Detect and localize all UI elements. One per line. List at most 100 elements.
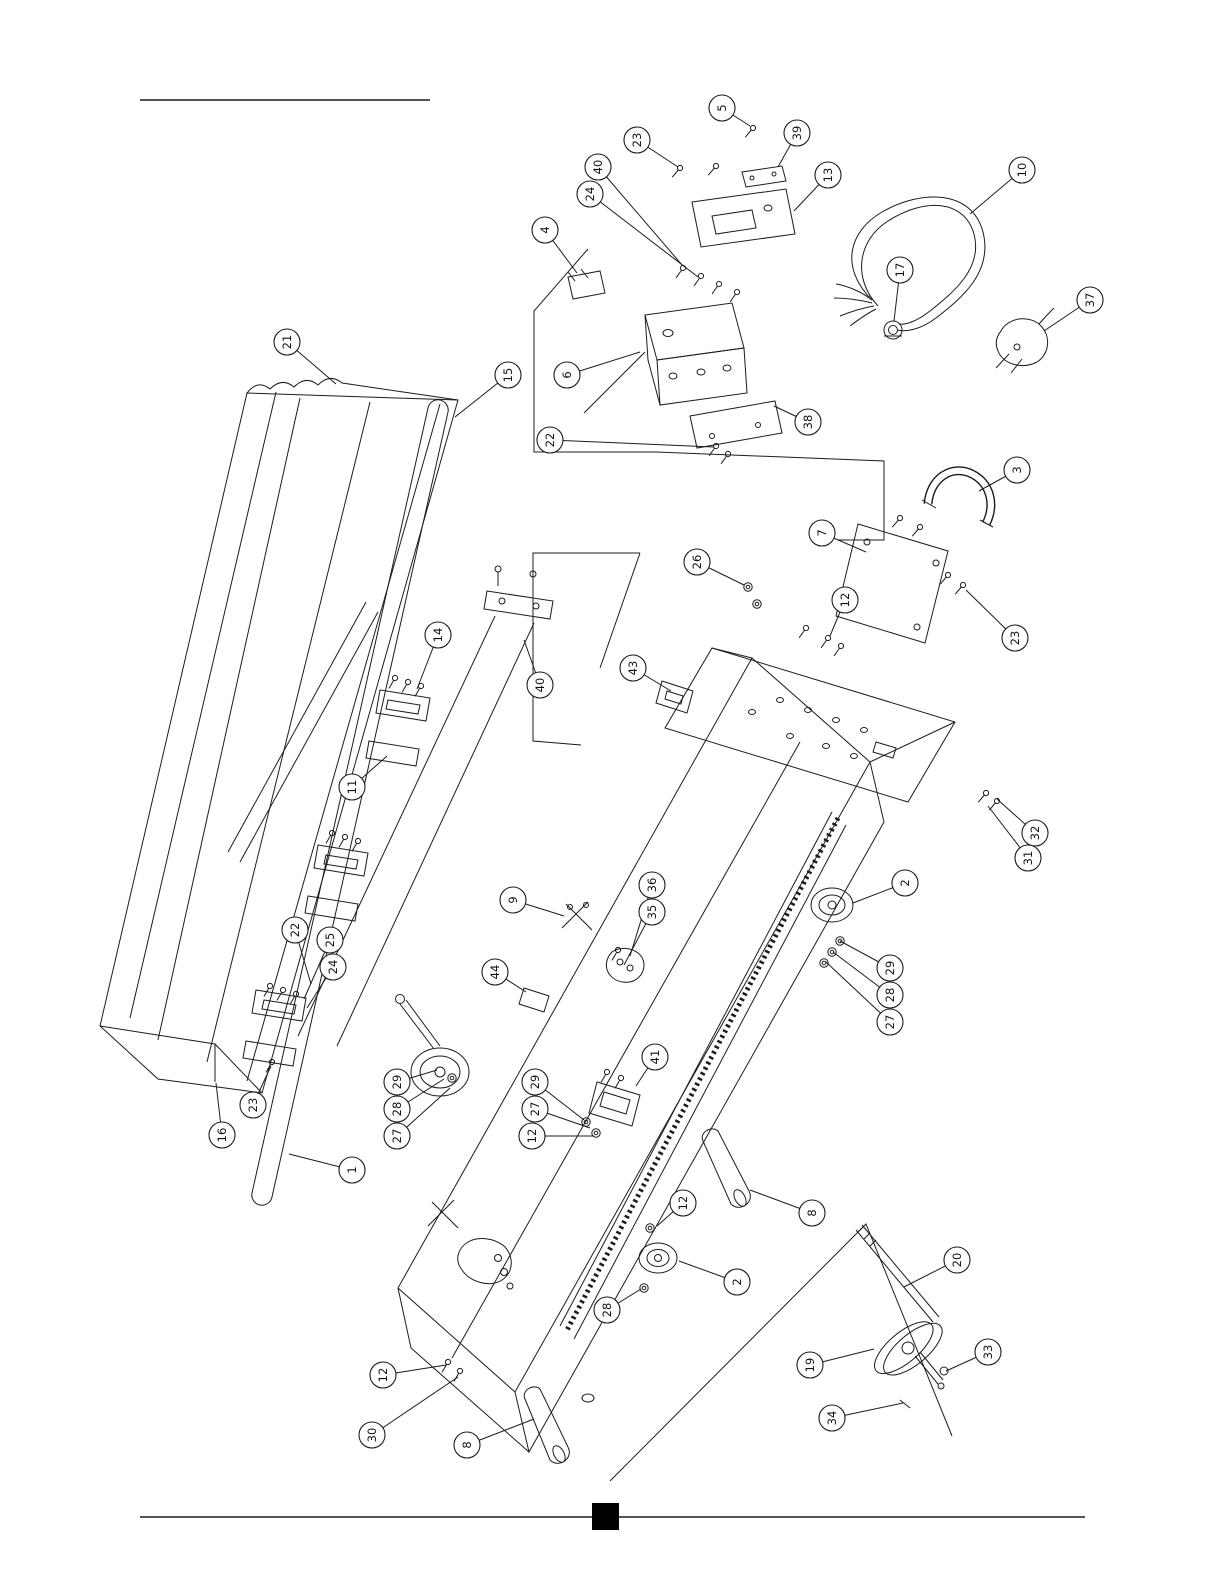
balloon-circle bbox=[518, 1122, 546, 1150]
balloon-number: 7 bbox=[815, 529, 829, 536]
balloon-number: 34 bbox=[825, 1411, 839, 1426]
balloon-circle bbox=[499, 886, 527, 914]
balloon-number: 15 bbox=[501, 368, 515, 383]
balloon-circle bbox=[876, 981, 904, 1009]
balloon-circle bbox=[584, 153, 612, 181]
balloon-circle bbox=[281, 916, 309, 944]
page-chrome bbox=[140, 99, 1085, 1530]
callout-8: 8 bbox=[749, 1189, 826, 1227]
balloon-number: 23 bbox=[1008, 631, 1022, 646]
page-number-marker bbox=[592, 1503, 619, 1530]
balloon-circle bbox=[208, 1121, 236, 1149]
balloon-number: 41 bbox=[648, 1050, 662, 1065]
balloon-circle bbox=[273, 328, 301, 356]
callout-13: 13 bbox=[793, 161, 842, 212]
callout-40: 40 bbox=[584, 153, 683, 266]
balloon-number: 29 bbox=[390, 1075, 404, 1090]
callout-11: 11 bbox=[338, 755, 388, 801]
balloon-circle bbox=[553, 361, 581, 389]
balloon-circle bbox=[974, 1338, 1002, 1366]
balloon-circle bbox=[808, 519, 836, 547]
balloon-circle bbox=[638, 871, 666, 899]
callout-35: 35 bbox=[623, 898, 666, 966]
balloon-circle bbox=[319, 953, 347, 981]
callout-26: 26 bbox=[683, 548, 745, 586]
balloon-circle bbox=[1001, 624, 1029, 652]
idler-wheel-lower bbox=[638, 1242, 678, 1274]
callout-34: 34 bbox=[818, 1402, 904, 1432]
balloon-circle bbox=[831, 586, 859, 614]
fence-rail-assembly bbox=[242, 565, 554, 1067]
balloon-circle bbox=[526, 671, 554, 699]
balloon-circle bbox=[683, 548, 711, 576]
callout-5: 5 bbox=[708, 94, 751, 127]
balloon-number: 28 bbox=[600, 1303, 614, 1318]
balloon-number: 23 bbox=[246, 1098, 260, 1113]
callout-12: 12 bbox=[369, 1361, 447, 1389]
callout-44: 44 bbox=[481, 958, 527, 993]
balloon-circle bbox=[531, 216, 559, 244]
balloon-circle bbox=[358, 1421, 386, 1449]
balloon-number: 11 bbox=[345, 780, 359, 795]
callout-27: 27 bbox=[383, 1087, 451, 1150]
balloon-number: 1 bbox=[345, 1166, 359, 1173]
callout-23: 23 bbox=[965, 589, 1029, 652]
balloon-circle bbox=[453, 1431, 481, 1459]
balloon-circle bbox=[796, 1351, 824, 1379]
balloon-circle bbox=[818, 1404, 846, 1432]
elevation-assembly bbox=[855, 1224, 949, 1409]
carry-handle bbox=[921, 466, 996, 528]
callout-14: 14 bbox=[416, 621, 452, 690]
cutterhead-parts bbox=[427, 901, 645, 1290]
callout-28: 28 bbox=[383, 1078, 445, 1123]
callout-19: 19 bbox=[796, 1348, 875, 1379]
balloon-circle bbox=[623, 126, 651, 154]
balloon-number: 39 bbox=[790, 126, 804, 141]
balloon-number: 40 bbox=[533, 678, 547, 693]
balloon-number: 27 bbox=[883, 1015, 897, 1030]
balloon-number: 36 bbox=[645, 878, 659, 893]
balloon-number: 6 bbox=[560, 371, 574, 378]
balloon-number: 12 bbox=[676, 1196, 690, 1211]
callout-20: 20 bbox=[903, 1246, 971, 1288]
balloon-circle bbox=[1014, 844, 1042, 872]
balloon-number: 3 bbox=[1010, 466, 1024, 473]
callout-25: 25 bbox=[303, 926, 344, 1000]
callout-27: 27 bbox=[521, 1095, 591, 1129]
balloon-number: 29 bbox=[883, 961, 897, 976]
balloon-circle bbox=[338, 773, 366, 801]
balloon-circle bbox=[876, 954, 904, 982]
balloon-circle bbox=[1021, 819, 1049, 847]
balloon-number: 22 bbox=[288, 923, 302, 938]
callout-22: 22 bbox=[281, 916, 312, 985]
callout-27: 27 bbox=[825, 961, 904, 1036]
balloon-number: 5 bbox=[715, 104, 729, 111]
callout-28: 28 bbox=[832, 951, 904, 1009]
callout-28: 28 bbox=[593, 1288, 642, 1324]
control-panel bbox=[655, 647, 956, 803]
balloon-circle bbox=[338, 1156, 366, 1184]
callout-24: 24 bbox=[576, 180, 699, 278]
balloon-circle bbox=[886, 256, 914, 284]
alignment-lines bbox=[532, 248, 956, 1482]
balloon-number: 2 bbox=[730, 1278, 744, 1285]
balloon-number: 23 bbox=[630, 133, 644, 148]
idler-wheel-upper bbox=[810, 887, 854, 923]
balloon-circle bbox=[576, 180, 604, 208]
balloon-circle bbox=[1003, 456, 1031, 484]
switch-box-assembly bbox=[567, 165, 796, 449]
balloon-number: 28 bbox=[883, 988, 897, 1003]
callout-43: 43 bbox=[619, 654, 672, 692]
balloon-circle bbox=[876, 1008, 904, 1036]
callout-33: 33 bbox=[945, 1338, 1002, 1372]
callout-2: 2 bbox=[852, 869, 919, 904]
callout-1: 1 bbox=[288, 1153, 366, 1184]
balloon-circle bbox=[669, 1189, 697, 1217]
balloon-number: 17 bbox=[893, 263, 907, 278]
callout-7: 7 bbox=[808, 519, 867, 553]
balloon-circle bbox=[369, 1361, 397, 1389]
callout-3: 3 bbox=[978, 456, 1031, 492]
balloon-number: 19 bbox=[803, 1358, 817, 1373]
balloon-number: 16 bbox=[215, 1128, 229, 1143]
